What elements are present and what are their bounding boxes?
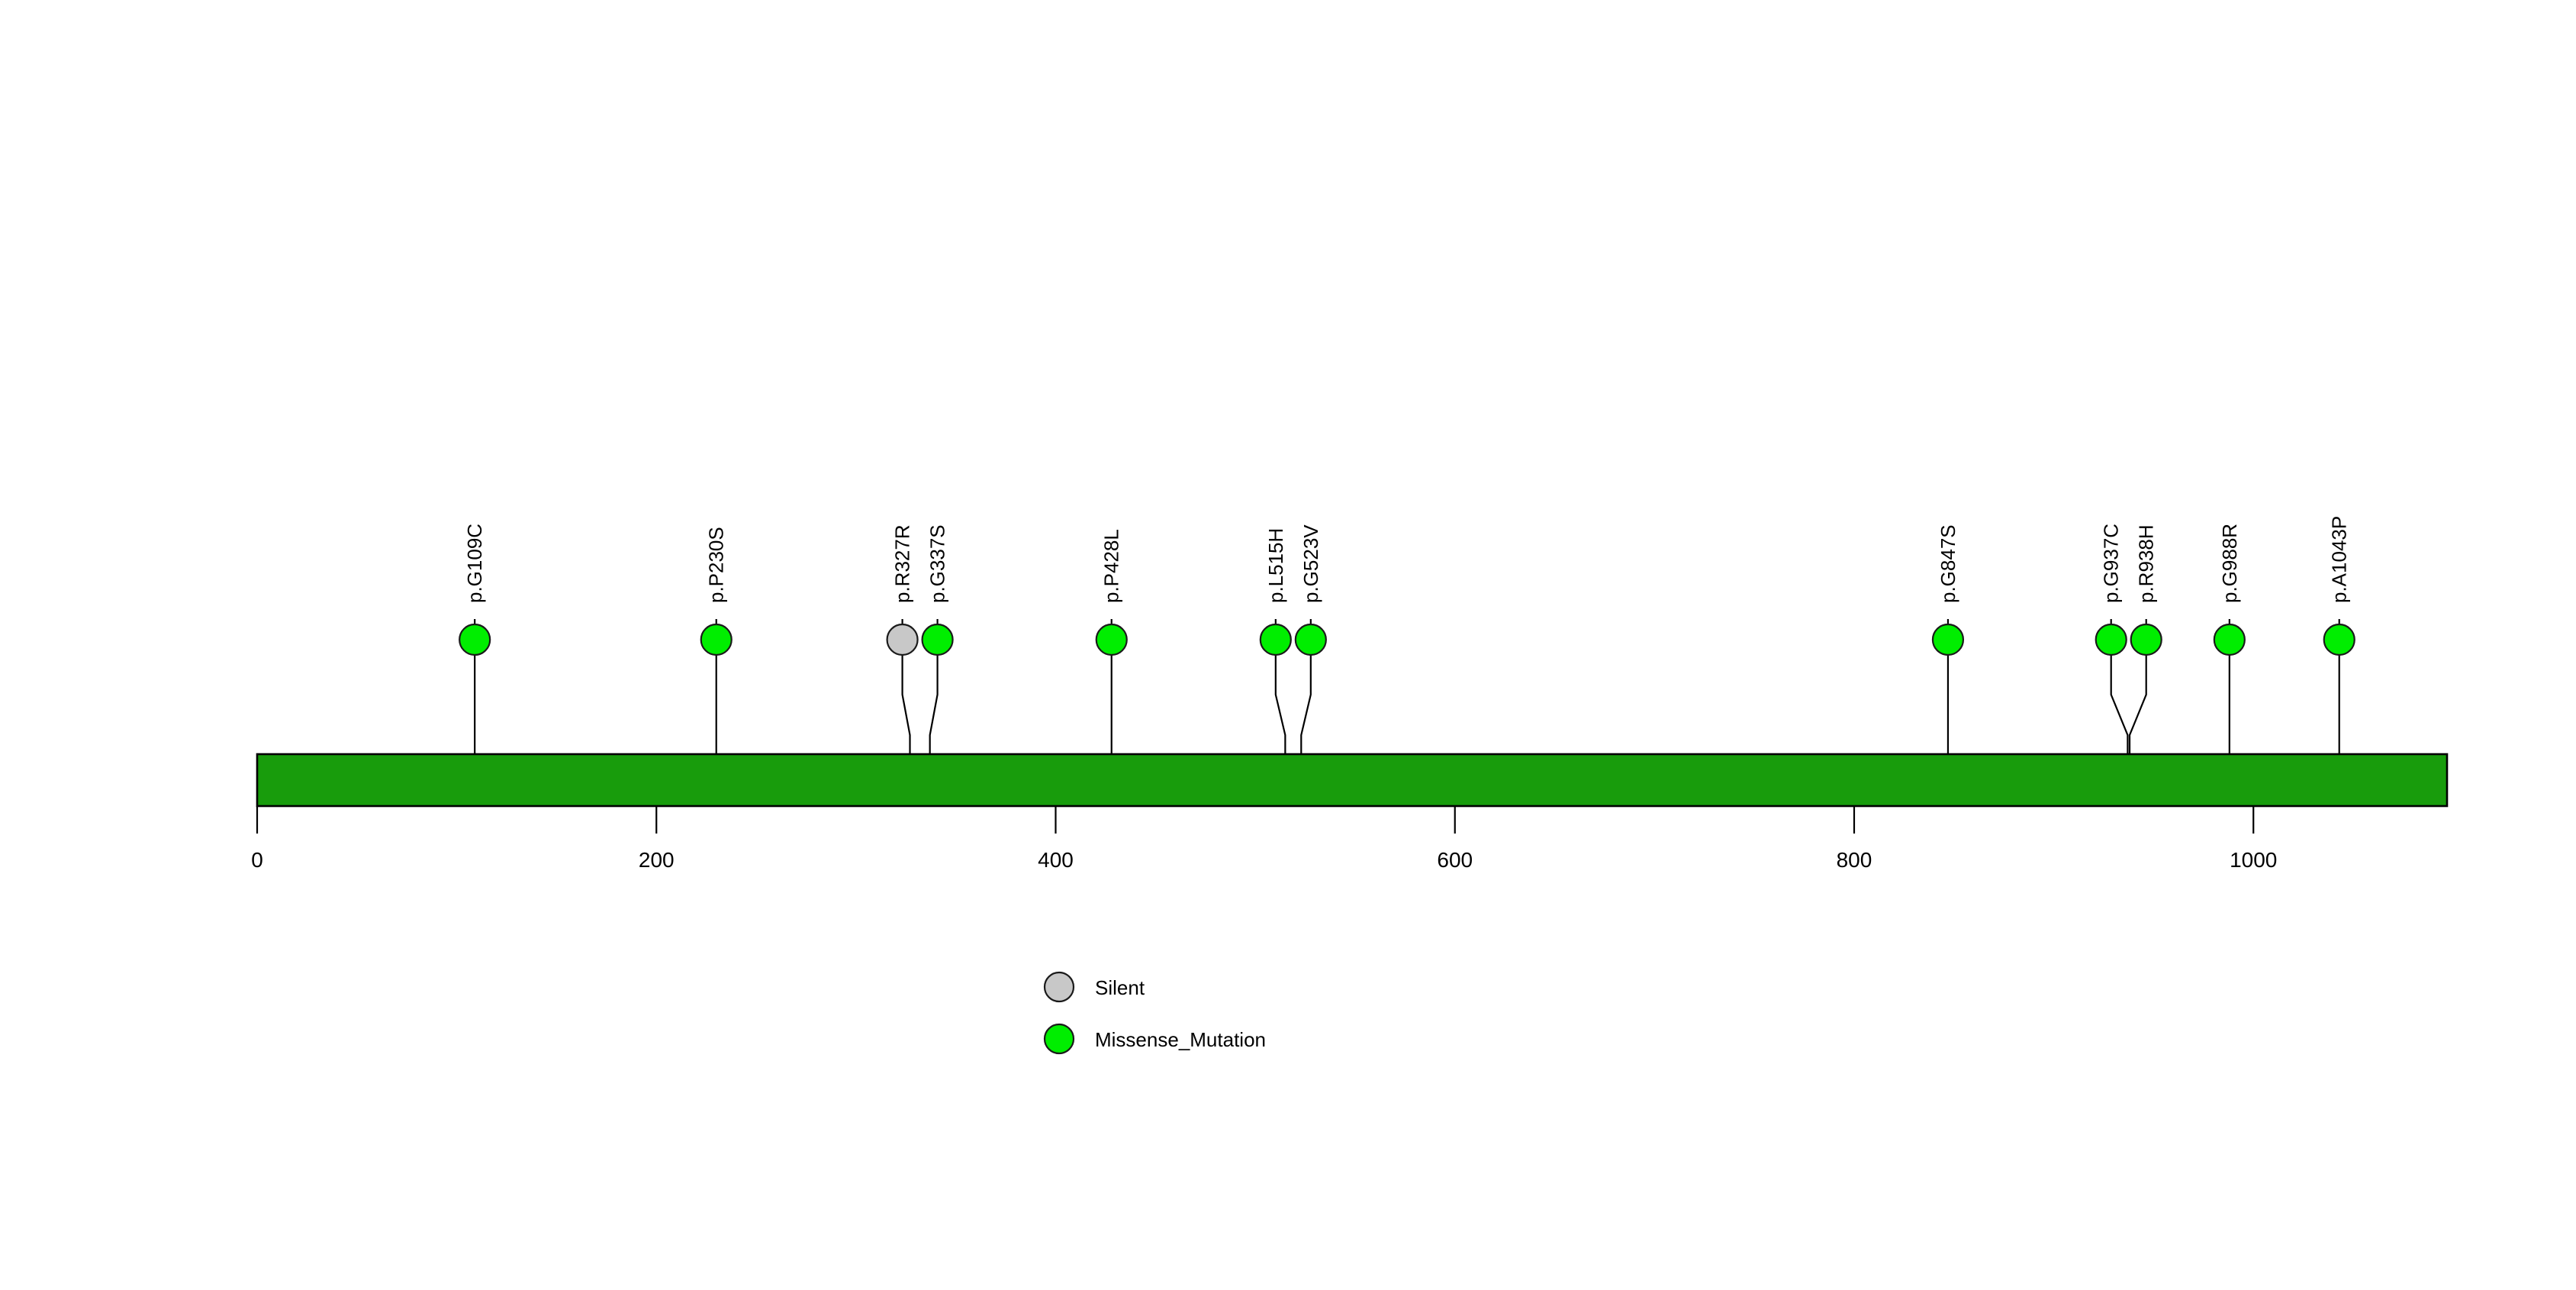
mutation-label: p.P428L [1100,529,1123,603]
mutation-label: p.R938H [2135,524,2158,603]
mutation-label: p.A1043P [2328,516,2351,603]
lollipop-head[interactable] [2323,623,2355,656]
lollipop-head[interactable] [1931,623,1965,656]
lollipop-head[interactable] [459,623,491,656]
axis-tick-label: 600 [1437,848,1473,872]
legend-swatch [1043,1023,1075,1055]
lollipop-heads-layer [459,623,2355,656]
lollipop-head[interactable] [1095,623,1128,656]
mutation-label: p.G937C [2100,524,2123,603]
lollipop-head[interactable] [2095,623,2127,656]
mutation-label: p.G988R [2218,524,2241,603]
mutation-label: p.L515H [1264,528,1287,603]
mutation-labels-layer: p.G109C p.P230S p.R327R p.G337S p.P428L p.L51… [463,516,2351,603]
lollipop-head[interactable] [700,623,733,656]
legend-swatch [1043,971,1075,1003]
mutation-label: p.G337S [926,524,949,603]
mutation-label: p.G109C [463,524,486,603]
lollipop-head[interactable] [2130,623,2162,656]
legend-label: Silent [1095,976,1145,999]
axis-tick-label: 400 [1038,848,1074,872]
axis-tick-label: 1000 [2230,848,2277,872]
lollipop-head[interactable] [921,623,954,656]
axis-tick-label: 0 [251,848,263,872]
lollipop-head[interactable] [1294,623,1327,656]
protein-domain-track [256,753,2449,808]
mutation-label: p.R327R [891,524,914,603]
domain-track-layer [256,753,2449,808]
axis-tick-label: 200 [639,848,675,872]
mutation-label: p.P230S [705,527,728,603]
legend-entry[interactable]: Missense_Mutation [1043,1023,1266,1055]
legend-entry[interactable]: Silent [1043,971,1145,1003]
lollipop-head[interactable] [1259,623,1292,656]
x-axis-layer: 0 200 400 600 800 1000 [251,806,2277,872]
lollipop-head[interactable] [2213,623,2246,656]
axis-tick-label: 800 [1837,848,1872,872]
mutation-label: p.G523V [1299,524,1322,603]
lollipop-head[interactable] [886,623,919,656]
mutation-label: p.G847S [1937,524,1959,603]
legend-label: Missense_Mutation [1095,1028,1266,1051]
